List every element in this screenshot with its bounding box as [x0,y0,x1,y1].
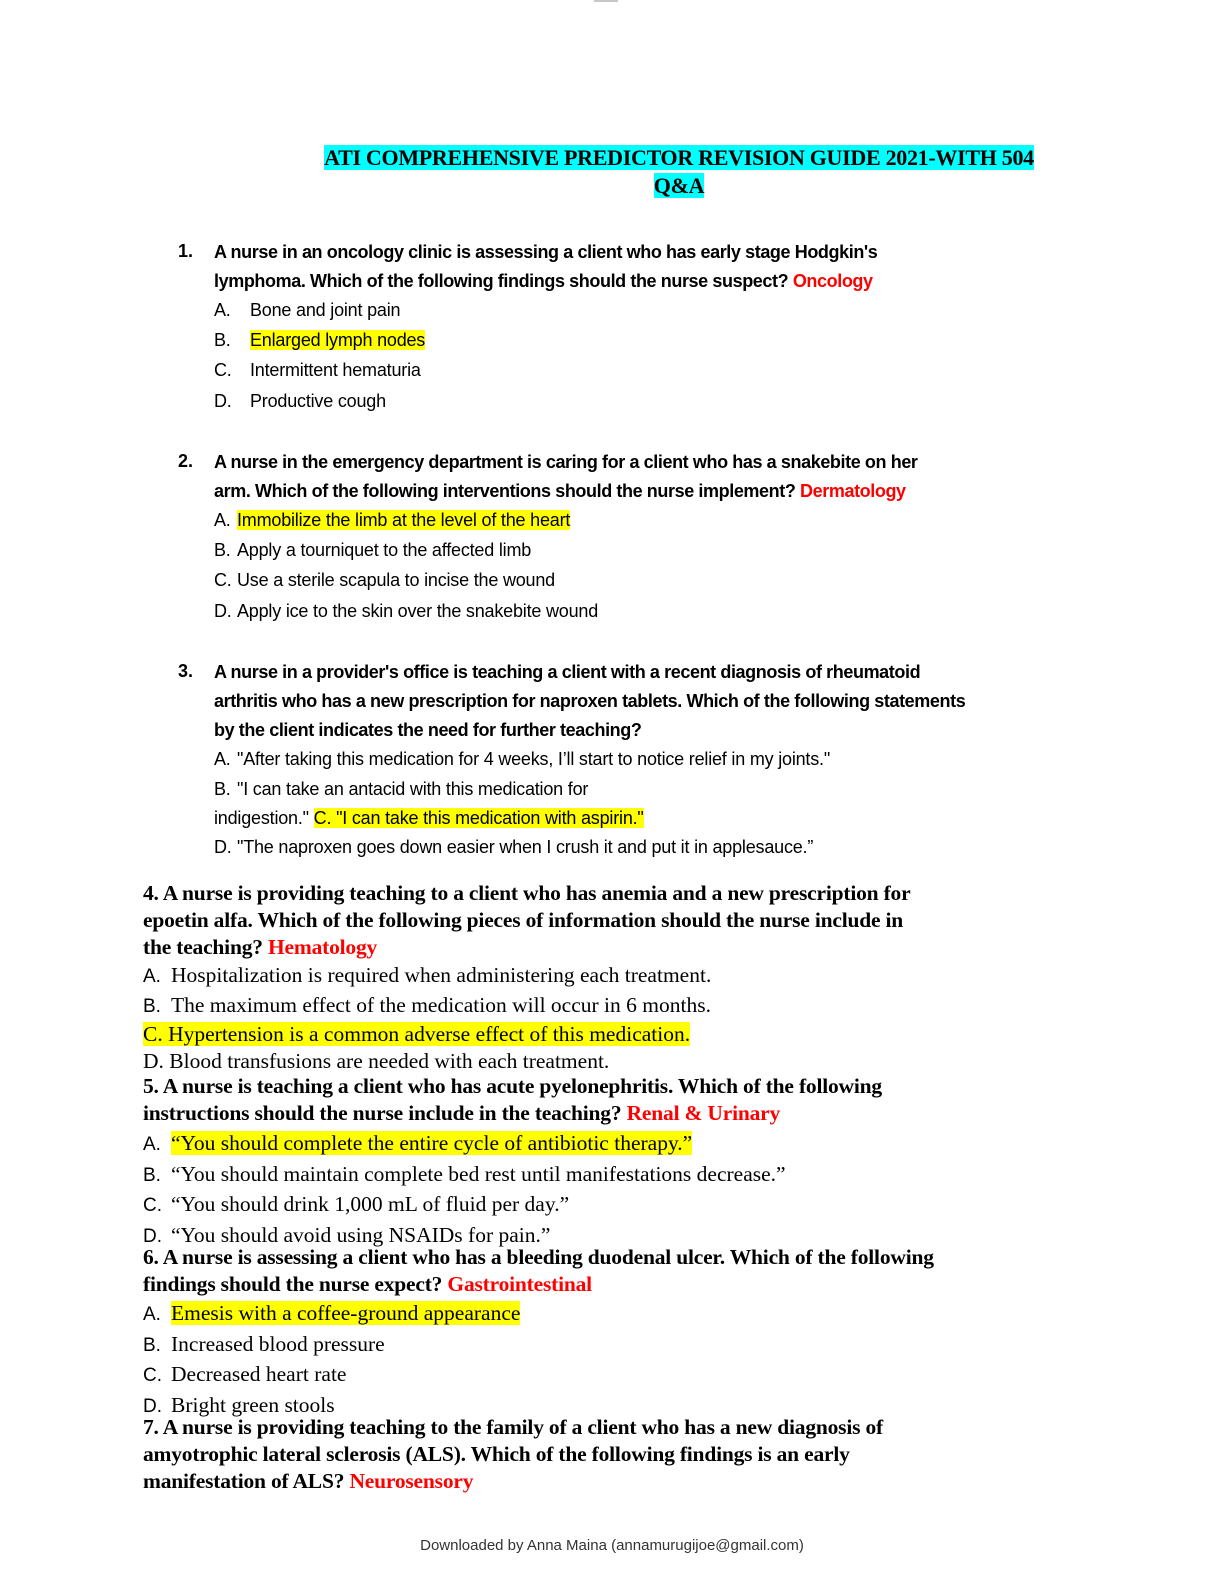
option-c: C.Intermittent hematuria [214,360,421,380]
question-4: 4. A nurse is providing teaching to a cl… [143,880,911,1075]
header-mark [594,0,618,2]
question-number: 5. [143,1074,159,1098]
option-c-correct: C. Hypertension is a common adverse effe… [143,1022,691,1046]
question-stem: A nurse in the emergency department is c… [214,452,918,501]
option-c: C.Decreased heart rate [143,1362,347,1386]
option-d: D."The naproxen goes down easier when I … [214,837,814,857]
question-number: 6. [143,1245,159,1269]
option-b: B.“You should maintain complete bed rest… [143,1161,786,1186]
category-label: Gastrointestinal [447,1272,592,1296]
option-c-correct: C. "I can take this medication with aspi… [313,808,644,828]
question-number: 3. [178,661,194,681]
option-d: D.Productive cough [214,391,386,411]
question-6: 6. A nurse is assessing a client who has… [143,1244,934,1421]
option-b-continued-and-c: indigestion." C. "I can take this medica… [214,808,644,828]
option-d: D.Apply ice to the skin over the snakebi… [214,601,599,621]
option-a-correct: A.Immobilize the limb at the level of th… [214,510,571,530]
question-stem: A nurse in an oncology clinic is assessi… [214,242,878,291]
category-label: Renal & Urinary [626,1101,781,1125]
option-c: C.Use a sterile scapula to incise the wo… [214,570,555,590]
title-line-2: Q&A [653,173,705,198]
option-b: B.The maximum effect of the medication w… [143,992,711,1017]
download-footer: Downloaded by Anna Maina (annamurugijoe@… [420,1537,804,1554]
question-stem: 5. A nurse is teaching a client who has … [143,1074,882,1125]
option-b: B.Apply a tourniquet to the affected lim… [214,540,532,560]
option-d: D.Bright green stools [143,1392,335,1417]
question-7: 7. A nurse is providing teaching to the … [143,1414,883,1495]
question-stem: 7. A nurse is providing teaching to the … [143,1415,883,1493]
category-label: Dermatology [800,481,906,501]
question-number: 4. [143,881,159,905]
option-d: D.“You should avoid using NSAIDs for pai… [143,1222,551,1247]
question-stem: 4. A nurse is providing teaching to a cl… [143,881,911,959]
option-a-correct: A.Emesis with a coffee-ground appearance [143,1301,521,1325]
question-stem: A nurse in a provider's office is teachi… [214,662,966,740]
category-label: Neurosensory [349,1469,474,1493]
category-label: Hematology [268,935,378,959]
question-number: 1. [178,241,194,261]
option-a-correct: A.“You should complete the entire cycle … [143,1131,693,1155]
option-a: A."After taking this medication for 4 we… [214,749,831,769]
question-5: 5. A nurse is teaching a client who has … [143,1073,882,1251]
option-b: B.Increased blood pressure [143,1331,385,1356]
option-c: C.“You should drink 1,000 mL of fluid pe… [143,1192,570,1216]
option-a: A.Hospitalization is required when admin… [143,963,712,987]
question-number: 2. [178,451,194,471]
option-a: A.Bone and joint pain [214,300,401,320]
option-b-correct: B.Enlarged lymph nodes [214,330,426,350]
document-title: ATI COMPREHENSIVE PREDICTOR REVISION GUI… [284,144,1074,200]
question-stem: 6. A nurse is assessing a client who has… [143,1245,934,1296]
category-label: Oncology [792,271,873,291]
option-d: D. Blood transfusions are needed with ea… [143,1048,610,1073]
option-b: B."I can take an antacid with this medic… [214,779,589,799]
question-number: 7. [143,1415,159,1439]
title-line-1: ATI COMPREHENSIVE PREDICTOR REVISION GUI… [324,145,1034,170]
